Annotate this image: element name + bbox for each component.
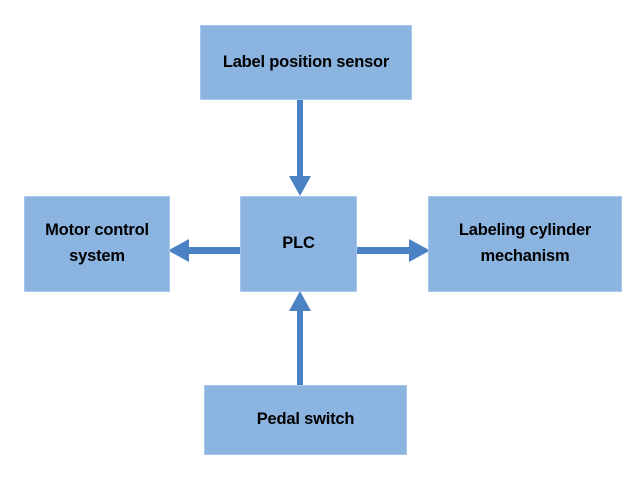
node-label-position-sensor[interactable]: Label position sensor <box>200 25 412 100</box>
node-label: Pedal switch <box>256 410 355 429</box>
node-label: Labeling cylinder mechanism <box>458 221 592 265</box>
node-label: Label position sensor <box>222 52 390 71</box>
node-motor-control-system[interactable]: Motor control system <box>24 196 170 292</box>
node-pedal-switch[interactable]: Pedal switch <box>204 385 407 455</box>
arrow-pedal-switch-to-plc <box>286 290 314 387</box>
arrow-plc-to-motor-control <box>166 228 244 272</box>
node-plc[interactable]: PLC <box>240 196 357 292</box>
arrow-sensor-to-plc <box>286 98 314 198</box>
node-label: PLC <box>282 234 315 253</box>
arrow-plc-to-labeling-cylinder <box>353 228 432 272</box>
node-labeling-cylinder-mechanism[interactable]: Labeling cylinder mechanism <box>428 196 622 292</box>
node-label: Motor control system <box>45 221 149 265</box>
